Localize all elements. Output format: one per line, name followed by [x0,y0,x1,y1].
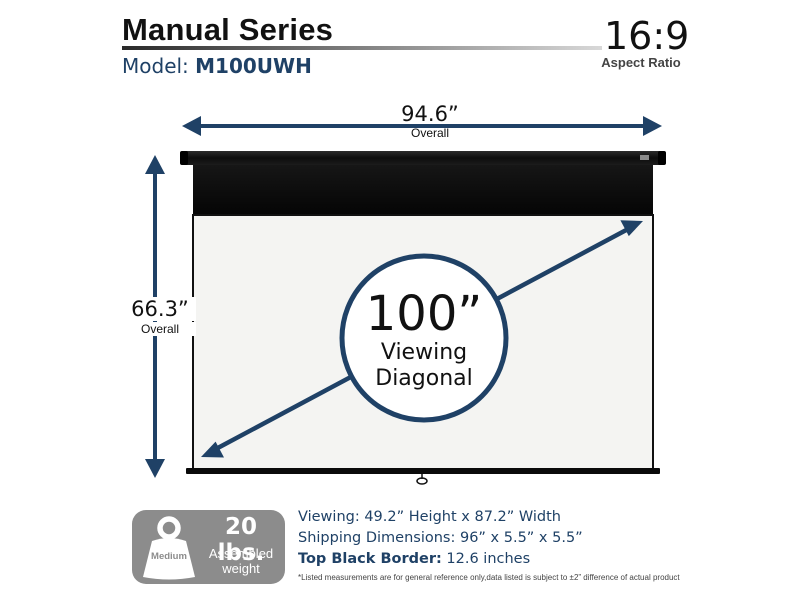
case-end-right [658,151,666,165]
model-line: Model: M100UWH [122,54,312,78]
weight-label-line1: Assembled [208,546,274,561]
weight-label-line2: weight [222,561,260,576]
spec-border-value: 12.6 inches [446,551,531,567]
bottom-bar [186,468,660,474]
kettlebell-icon [143,516,195,580]
spec-border-label: Top Black Border: [298,551,442,567]
screen-case [180,151,666,165]
disclaimer-text: *Listed measurements are for general ref… [298,573,680,582]
width-label: Overall [410,126,449,140]
model-label: Model: [122,54,189,78]
series-title: Manual Series [122,12,334,47]
model-value: M100UWH [195,54,312,78]
case-badge [640,155,649,160]
case-end-left [180,151,188,165]
spec-border: Top Black Border: 12.6 inches [298,551,530,567]
aspect-ratio-label: Aspect Ratio [601,55,681,70]
width-value: 94.6” [401,102,459,126]
diagonal-callout-circle [339,253,509,423]
top-black-border [193,165,653,215]
diagonal-label-line2: Diagonal [375,366,473,391]
pull-handle [416,474,428,485]
width-arrow [182,116,662,136]
diagonal-label-line1: Viewing [380,340,468,365]
weight-level: Medium [151,551,187,562]
spec-viewing: Viewing: 49.2” Height x 87.2” Width [298,509,561,525]
height-value: 66.3” [124,297,196,321]
diagonal-value: 100” [365,286,483,342]
title-divider [122,46,602,50]
spec-shipping: Shipping Dimensions: 96” x 5.5” x 5.5” [298,530,583,546]
aspect-ratio-value: 16:9 [604,14,690,58]
weight-value: 20 lbs. [217,514,265,566]
height-label: Overall [124,322,196,336]
weight-badge: Medium 20 lbs. Assembled weight [132,510,285,584]
